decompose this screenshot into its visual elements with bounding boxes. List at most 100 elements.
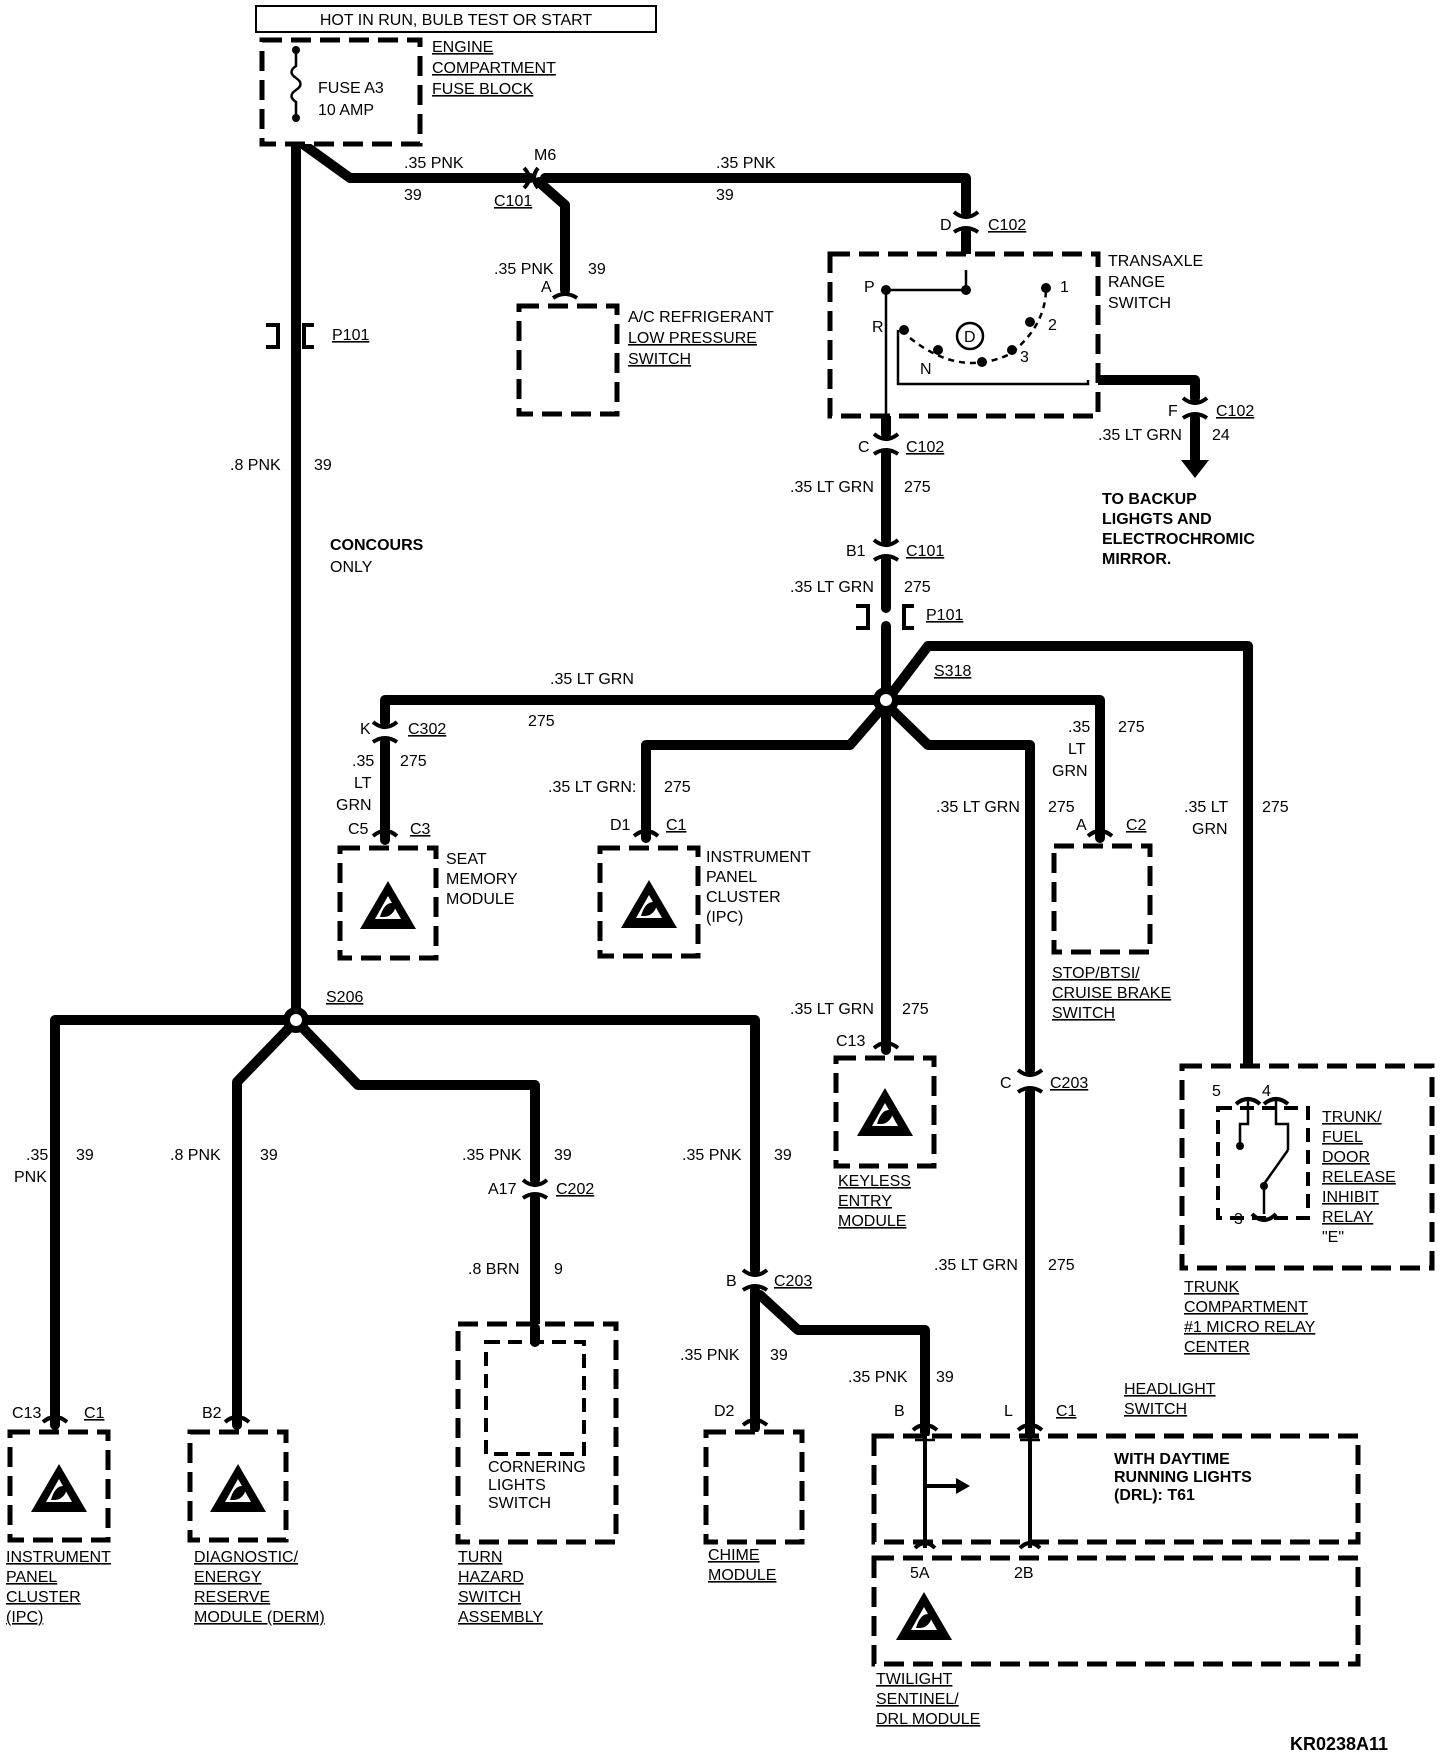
connector-M6: M6 (534, 147, 556, 164)
trunk-center-2: COMPARTMENT (1184, 1299, 1308, 1316)
connector-C3: C3 (410, 821, 431, 838)
trunk-relay-5: INHIBIT (1322, 1189, 1379, 1206)
wire-label: 9 (554, 1261, 563, 1278)
turn-hazard-1: TURN (458, 1549, 502, 1566)
headlight-switch-2: SWITCH (1124, 1401, 1187, 1418)
concours-note-1: CONCOURS (330, 537, 424, 554)
wire-label: .35 LT (1184, 799, 1228, 816)
pin-C: C (858, 439, 870, 456)
wire-label: 275 (400, 753, 427, 770)
keyless-1: KEYLESS (838, 1173, 911, 1190)
drl-note-1: WITH DAYTIME (1114, 1451, 1230, 1468)
fuse-block-box (259, 37, 423, 147)
pin-C13-keyless: C13 (836, 1033, 865, 1050)
wire-label: .8 PNK (170, 1147, 221, 1164)
pin-L: L (1004, 1403, 1013, 1420)
backup-note-3: ELECTROCHROMIC (1102, 531, 1255, 548)
wire-label: GRN (1192, 821, 1228, 838)
splice-S206 (283, 1007, 309, 1033)
headlight-switch-1: HEADLIGHT (1124, 1381, 1216, 1398)
connector-P101-left (266, 323, 314, 349)
trunk-relay-4: RELEASE (1322, 1169, 1396, 1186)
chime-1: CHIME (708, 1547, 760, 1564)
ipc-top-1: INSTRUMENT (706, 849, 811, 866)
wire-label: .8 PNK (230, 457, 281, 474)
turn-hazard-2: HAZARD (458, 1569, 524, 1586)
wire-label: .35 LT GRN: (548, 779, 636, 796)
wire-label: .35 PNK (462, 1147, 522, 1164)
pin-5: 5 (1212, 1083, 1221, 1100)
trunk-center-3: #1 MICRO RELAY (1184, 1319, 1316, 1336)
pin-C5: C5 (348, 821, 369, 838)
wire-label: PNK (14, 1169, 47, 1186)
splice-S318 (873, 687, 899, 713)
wire-label: .35 PNK (682, 1147, 742, 1164)
wire-label: .35 LT GRN (934, 1257, 1018, 1274)
wire-label: .8 BRN (468, 1261, 520, 1278)
wire-label: .35 (26, 1147, 48, 1164)
backup-note-1: TO BACKUP (1102, 491, 1197, 508)
fuse-block-title-1: ENGINE (432, 39, 493, 56)
fuse-rating: 10 AMP (318, 102, 374, 119)
wire-label: GRN (1052, 763, 1088, 780)
pin-C13: C13 (12, 1405, 41, 1422)
range-R: R (872, 319, 884, 336)
trunk-relay-1: TRUNK/ (1322, 1109, 1382, 1126)
ipc-bottom-3: CLUSTER (6, 1589, 81, 1606)
trunk-relay-6: RELAY (1322, 1209, 1374, 1226)
wire-label: LT (354, 775, 372, 792)
trunk-center-4: CENTER (1184, 1339, 1250, 1356)
seat-module-1: SEAT (446, 851, 487, 868)
wire-label: 24 (1212, 427, 1230, 444)
pin-D2: D2 (714, 1403, 735, 1420)
ipc-top-4: (IPC) (706, 909, 743, 926)
derm-1: DIAGNOSTIC/ (194, 1549, 299, 1566)
ipc-top-3: CLUSTER (706, 889, 781, 906)
keyless-2: ENTRY (838, 1193, 892, 1210)
range-switch-title-1: TRANSAXLE (1108, 253, 1203, 270)
wire-label: 275 (904, 579, 931, 596)
connector-C1-headlight: C1 (1056, 1403, 1077, 1420)
wire-label: 39 (936, 1369, 954, 1386)
wire-label: 39 (76, 1147, 94, 1164)
drl-internal-wiring (913, 1433, 1042, 1550)
stop-switch-2: CRUISE BRAKE (1052, 985, 1171, 1002)
ac-switch-label-1: A/C REFRIGERANT (628, 309, 774, 326)
pin-3: 3 (1234, 1211, 1243, 1228)
pin-C-c203: C (1000, 1075, 1012, 1092)
pin-2B: 2B (1014, 1565, 1034, 1582)
turn-hazard-3: SWITCH (458, 1589, 521, 1606)
wire-label: 275 (902, 1001, 929, 1018)
wire-label: 275 (664, 779, 691, 796)
drl-note-3: (DRL): T61 (1114, 1487, 1195, 1504)
drl-note-2: RUNNING LIGHTS (1114, 1469, 1252, 1486)
wire-label: 39 (554, 1147, 572, 1164)
wire-label: 275 (1118, 719, 1145, 736)
connector-C1-ipc: C1 (666, 817, 687, 834)
connector-P101-right (856, 604, 914, 630)
derm-3: RESERVE (194, 1589, 270, 1606)
connector-C101: C101 (494, 193, 532, 210)
headlight-switch-box (871, 1433, 1361, 1545)
relay-contact-icon (1234, 1097, 1290, 1222)
splice-S318-label: S318 (934, 663, 971, 680)
power-source-label: HOT IN RUN, BULB TEST OR START (320, 12, 593, 29)
wire-label: 275 (1048, 799, 1075, 816)
pin-B: B (726, 1273, 737, 1290)
pin-F: F (1168, 403, 1178, 420)
ipc-bottom-2: PANEL (6, 1569, 57, 1586)
connector-C102-C: C102 (906, 439, 944, 456)
ipc-top-2: PANEL (706, 869, 757, 886)
ac-switch-label-2: LOW PRESSURE (628, 330, 757, 347)
trunk-relay-3: DOOR (1322, 1149, 1370, 1166)
connector-P101: P101 (332, 327, 369, 344)
pin-A-stop: A (1076, 817, 1087, 834)
twilight-2: SENTINEL/ (876, 1691, 959, 1708)
pin-K: K (360, 721, 371, 738)
backup-note-4: MIRROR. (1102, 551, 1171, 568)
connector-C203-B: C203 (774, 1273, 812, 1290)
backup-note-2: LIGHGTS AND (1102, 511, 1212, 528)
seat-module-3: MODULE (446, 891, 514, 908)
pin-4: 4 (1262, 1083, 1271, 1100)
wire-label: .35 PNK (848, 1369, 908, 1386)
